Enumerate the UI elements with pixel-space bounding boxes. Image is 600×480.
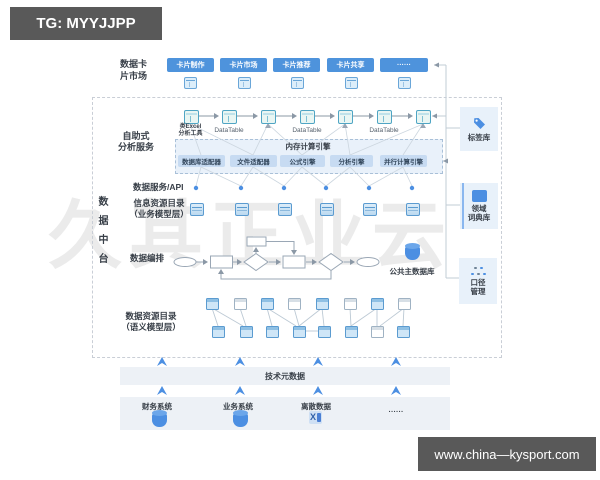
datatable-caption: DataTable <box>214 127 244 134</box>
semantic-node-icon <box>293 326 306 338</box>
caliber-management-label: 口径 管理 <box>471 278 486 296</box>
compute-step-icon <box>416 110 431 124</box>
compute-step-icon <box>261 110 276 124</box>
card-button-market: 卡片市场 <box>220 58 267 72</box>
semantic-node-icon <box>206 298 219 310</box>
source-systems-panel <box>120 397 450 430</box>
compute-step-icon <box>338 110 353 124</box>
engine-file-adapter: 文件适配器 <box>230 155 277 167</box>
info-catalog-line1: 信息资源目录 <box>133 198 185 208</box>
api-label: 数据服务/API <box>133 182 184 192</box>
card-icon <box>238 77 251 89</box>
semantic-catalog-line2: （语义模型层） <box>121 321 181 332</box>
business-model-db-icon <box>363 203 377 216</box>
dictionary-label-line1: 领域 <box>471 204 487 213</box>
info-catalog-label: 信息资源目录 （业务模型层） <box>126 198 192 219</box>
platform-side-label: 数据中台 <box>96 196 107 272</box>
business-model-db-icon <box>320 203 334 216</box>
excel-tool-caption: 类Excel 分析工具 <box>174 124 207 138</box>
semantic-node-icon <box>234 298 247 310</box>
business-model-db-icon <box>278 203 292 216</box>
datatable-icon <box>377 110 392 124</box>
analysis-label-line1: 自助式 <box>122 131 150 141</box>
source-more-label: ······ <box>388 407 404 416</box>
tag-library-box: 标签库 <box>460 107 498 151</box>
excel-tool-icon <box>184 110 199 124</box>
orchestration-label: 数据编排 <box>130 253 165 263</box>
semantic-node-icon <box>316 298 329 310</box>
semantic-node-icon <box>288 298 301 310</box>
book-icon <box>471 190 487 202</box>
semantic-node-icon <box>240 326 253 338</box>
semantic-catalog-label: 数据资源目录 （语义模型层） <box>118 311 184 332</box>
business-db-cylinder-icon <box>233 410 248 427</box>
semantic-node-icon <box>266 326 279 338</box>
source-business-label: 业务系统 <box>223 402 253 411</box>
excel-file-icon: X <box>309 411 322 424</box>
metadata-bar-label: 技术元数据 <box>265 371 305 381</box>
semantic-node-icon <box>344 298 357 310</box>
finance-db-cylinder-icon <box>152 410 167 427</box>
metadata-bar: 技术元数据 <box>120 367 450 385</box>
platform-dashed-boundary <box>92 97 502 358</box>
card-button-more: ······ <box>380 58 428 72</box>
master-db-label: 公共主数据库 <box>389 267 435 276</box>
semantic-node-icon <box>212 326 225 338</box>
semantic-node-icon <box>371 298 384 310</box>
semantic-node-icon <box>371 326 384 338</box>
datatable-caption: DataTable <box>369 127 399 134</box>
caliber-label-line2: 管理 <box>470 286 486 296</box>
card-button-make: 卡片制作 <box>167 58 214 72</box>
tg-badge: TG: MYYJJPP <box>10 7 162 40</box>
semantic-node-icon <box>318 326 331 338</box>
semantic-catalog-line1: 数据资源目录 <box>125 311 177 321</box>
business-model-db-icon <box>190 203 204 216</box>
datatable-icon <box>222 110 237 124</box>
source-discrete-label: 离散数据 <box>301 402 331 411</box>
engine-formula: 公式引擎 <box>280 155 325 167</box>
card-icon <box>184 77 197 89</box>
dots-icon <box>471 266 486 276</box>
card-market-label: 数据卡片市场 <box>120 59 148 81</box>
memory-engine-title: 内存计算引擎 <box>285 142 331 151</box>
excel-icon-letter: X <box>310 412 317 422</box>
card-icon <box>398 77 411 89</box>
engine-db-adapter: 数据库适配器 <box>178 155 225 167</box>
dictionary-library-box: 领域 词典库 <box>460 183 498 229</box>
engine-analysis: 分析引擎 <box>330 155 373 167</box>
datatable-caption: DataTable <box>292 127 322 134</box>
business-model-db-icon <box>235 203 249 216</box>
master-db-cylinder-icon <box>405 243 420 260</box>
card-button-share: 卡片共享 <box>327 58 374 72</box>
info-catalog-line2: （业务模型层） <box>129 208 189 219</box>
business-model-db-icon <box>406 203 420 216</box>
semantic-node-icon <box>397 326 410 338</box>
card-button-recommend: 卡片推荐 <box>273 58 320 72</box>
analysis-label-line2: 分析服务 <box>117 142 154 153</box>
caliber-management-box: 口径 管理 <box>459 258 497 304</box>
datatable-icon <box>300 110 315 124</box>
semantic-node-icon <box>261 298 274 310</box>
engine-parallel: 并行计算引擎 <box>380 155 427 167</box>
tag-icon <box>473 117 485 129</box>
dictionary-label-line2: 词典库 <box>467 213 491 222</box>
card-icon <box>345 77 358 89</box>
tag-library-label: 标签库 <box>467 132 491 142</box>
semantic-node-icon <box>398 298 411 310</box>
card-icon <box>291 77 304 89</box>
semantic-node-icon <box>345 326 358 338</box>
dictionary-library-label: 领域 词典库 <box>468 204 491 222</box>
analysis-service-label: 自助式 分析服务 <box>114 131 158 154</box>
excel-tool-caption-line2: 分析工具 <box>178 131 203 138</box>
site-url-bar: www.china—kysport.com <box>418 437 596 471</box>
caliber-label-line1: 口径 <box>470 277 486 287</box>
source-finance-label: 财务系统 <box>142 402 172 411</box>
